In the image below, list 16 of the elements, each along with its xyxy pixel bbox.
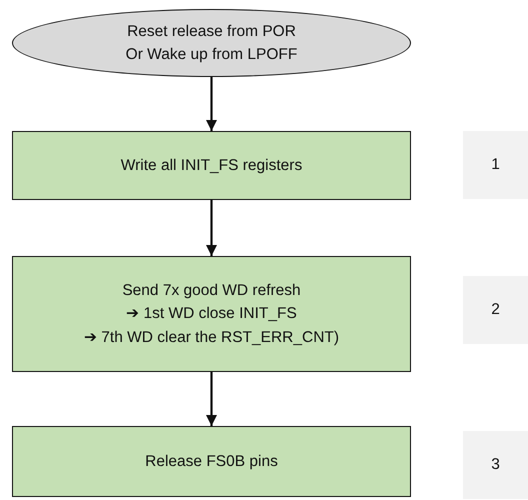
step-number: 3 <box>491 455 500 476</box>
node-text: Send 7x good WD refresh <box>122 281 301 302</box>
node-text: ➔ 7th WD clear the RST_ERR_CNT) <box>84 328 340 348</box>
arrow <box>206 77 217 131</box>
node-text: Release FS0B pins <box>145 452 278 472</box>
process-box <box>12 131 411 200</box>
node-text: ➔ 1st WD close INIT_FS <box>126 304 297 324</box>
step-number: 1 <box>491 155 500 176</box>
node-text: Reset release from POR <box>127 22 296 42</box>
step-number: 2 <box>491 300 500 320</box>
arrow <box>206 200 217 256</box>
node-text: Or Wake up from LPOFF <box>126 45 298 65</box>
node-text: Write all INIT_FS registers <box>120 156 302 176</box>
process-box <box>12 426 411 497</box>
arrow <box>206 372 217 426</box>
process-box <box>12 256 411 372</box>
